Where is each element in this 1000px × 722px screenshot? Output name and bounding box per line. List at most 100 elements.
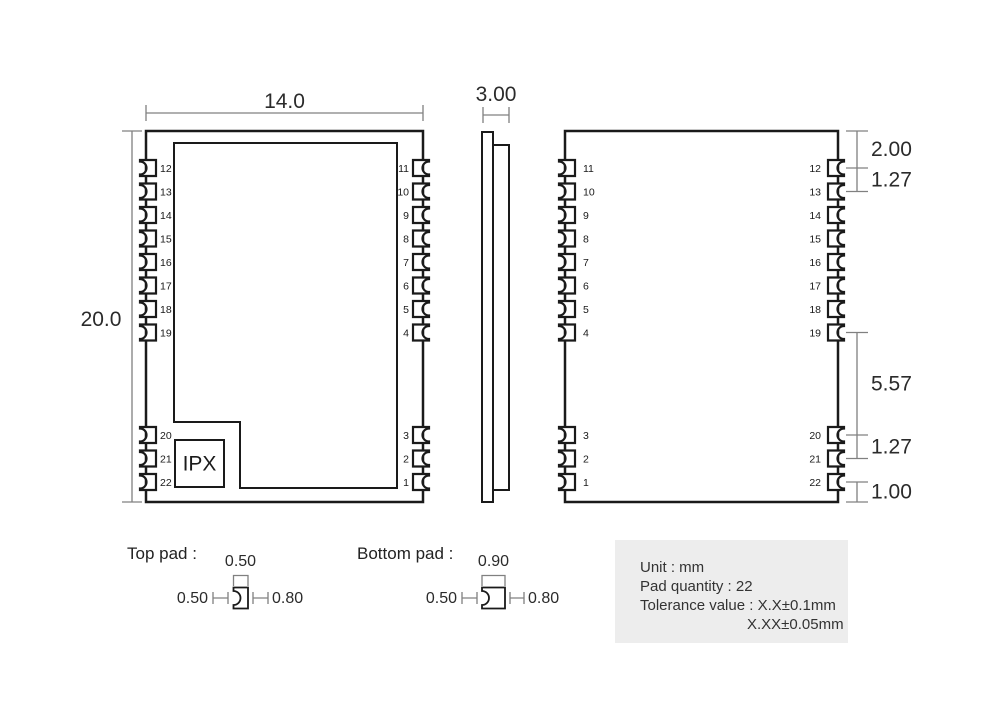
pin-pad [411, 449, 431, 468]
pin-number: 16 [160, 257, 172, 269]
pin-pad [411, 205, 431, 225]
pin-pad [826, 205, 846, 225]
pin-pad [138, 205, 158, 225]
bottom-pad-label: Bottom pad : [357, 544, 453, 563]
pin-number: 10 [583, 187, 595, 199]
side-body-outline [492, 144, 510, 491]
back-module-outline [563, 129, 840, 504]
dim-pitch-bottom: 1.27 [871, 435, 912, 458]
pin-number: 7 [583, 257, 589, 269]
pad-shape [481, 586, 506, 610]
pin-number: 6 [403, 281, 409, 293]
pin-pad [138, 252, 158, 272]
pin-pad [557, 472, 577, 492]
pin-number: 12 [160, 163, 172, 175]
pin-pad [557, 205, 577, 225]
pin-number: 21 [160, 454, 172, 466]
pin-pad [826, 158, 846, 178]
pin-pad [138, 323, 158, 342]
pin-number: 16 [809, 257, 821, 269]
thickness-dim-text: 3.00 [476, 83, 517, 106]
pin-number: 17 [160, 281, 172, 293]
pin-number: 14 [160, 210, 172, 222]
pin-pad [411, 276, 431, 295]
pin-pad [826, 229, 846, 248]
pin-pad [826, 425, 846, 445]
pin-pad [826, 323, 846, 342]
pin-pad [557, 425, 577, 445]
dim-bottom-margin: 1.00 [871, 481, 912, 504]
ipx-connector-box [174, 439, 225, 488]
pin-number: 14 [809, 210, 821, 222]
pin-number: 22 [809, 477, 821, 489]
bottom-pad-left-text: 0.50 [426, 590, 457, 607]
notes-tolerance-2: X.XX±0.05mm [747, 616, 844, 633]
pin-pad [557, 299, 577, 319]
pin-pad [557, 229, 577, 248]
pin-number: 6 [583, 281, 589, 293]
pad-shape [232, 586, 249, 610]
top-pad-left-text: 0.50 [177, 590, 208, 607]
pin-number: 12 [809, 163, 821, 175]
pin-pad [138, 182, 158, 201]
pin-number: 13 [160, 187, 172, 199]
ipx-label: IPX [183, 453, 217, 476]
side-thickness-dimension: 3.00 [476, 83, 517, 123]
pin-number: 9 [583, 210, 589, 222]
top-pad-detail: Top pad : 0.50 0.50 0.80 [127, 544, 303, 610]
pin-pad [557, 323, 577, 342]
pin-pad [411, 182, 431, 201]
top-pad-right-text: 0.80 [272, 590, 303, 607]
pin-number: 3 [403, 430, 409, 442]
pin-pad [411, 425, 431, 445]
pin-number: 20 [809, 430, 821, 442]
pin-pad [411, 472, 431, 492]
bottom-pad-shape-slot [481, 586, 506, 610]
pin-number: 22 [160, 477, 172, 489]
top-pad-right-bracket [252, 592, 269, 604]
pin-number: 11 [583, 163, 594, 175]
back-right-dimensions: 2.00 1.27 5.57 1.27 1.00 [846, 130, 912, 504]
side-pcb-outline [481, 131, 494, 503]
pin-pad [411, 252, 431, 272]
pin-number: 15 [160, 234, 172, 246]
pin-number: 19 [809, 328, 821, 340]
pin-pad [138, 276, 158, 295]
pin-pad [411, 323, 431, 342]
pin-number: 2 [583, 454, 589, 466]
top-pad-width-bracket [232, 574, 249, 586]
pitch-dim-lines [846, 130, 868, 503]
pin-number: 4 [403, 328, 409, 340]
pin-number: 2 [403, 454, 409, 466]
bottom-pad-width-text: 0.90 [478, 553, 509, 570]
notes-pad-quantity: Pad quantity : 22 [640, 578, 753, 595]
pin-pad [557, 158, 577, 178]
pin-number: 8 [583, 234, 589, 246]
pin-number: 18 [809, 304, 821, 316]
front-width-dimension: 14.0 [145, 90, 424, 121]
bottom-pad-right-text: 0.80 [528, 590, 559, 607]
pin-number: 1 [403, 477, 409, 489]
top-pad-left-bracket [212, 592, 229, 604]
top-pad-label: Top pad : [127, 544, 197, 563]
pin-number: 4 [583, 328, 589, 340]
bottom-pad-right-bracket [509, 592, 525, 604]
thickness-dim-line [482, 107, 510, 123]
height-dim-text: 20.0 [81, 308, 122, 331]
width-dim-text: 14.0 [264, 90, 305, 113]
front-shield-outline [173, 142, 398, 489]
notes-box: Unit : mm Pad quantity : 22 Tolerance va… [615, 540, 848, 643]
pin-number: 5 [583, 304, 589, 316]
notes-background [615, 540, 848, 643]
pin-pad [557, 182, 577, 201]
pin-pad [411, 299, 431, 319]
pin-pad [138, 449, 158, 468]
pin-pad [826, 449, 846, 468]
